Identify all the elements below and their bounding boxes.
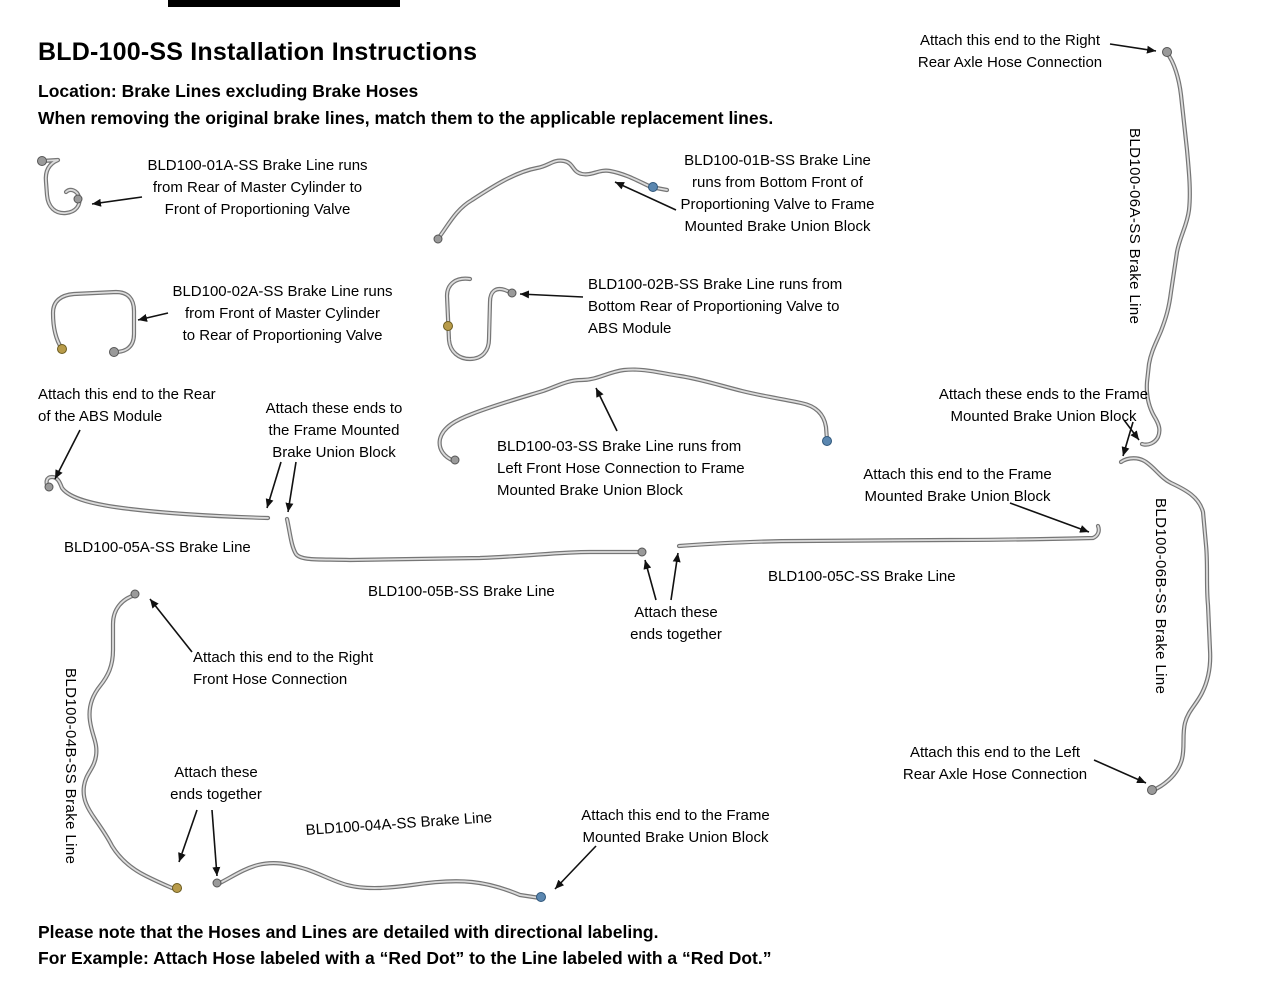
callout-union-block-mid: Attach this end to the Frame Mounted Bra… (863, 466, 1052, 505)
callout-left-rear-axle: Attach this end to the Left Rear Axle Ho… (902, 744, 1088, 783)
fitting-04a-start (212, 878, 222, 888)
arrow-02b (519, 290, 584, 299)
footer-note-1: Please note that the Hoses and Lines are… (38, 922, 659, 942)
fitting-02b-end (507, 288, 517, 298)
fitting-05b-end (637, 547, 647, 557)
callout-right-front-hose: Attach this end to the Right Front Hose … (193, 649, 374, 688)
arrow-ends-bottom-2 (211, 809, 221, 877)
callout-ends-together-mid: Attach these ends together (630, 604, 722, 643)
fitting-02a-end (109, 347, 119, 357)
fitting-04a-blue (536, 892, 546, 902)
arrow-union-left-2 (285, 461, 297, 513)
label-line-06a: BLD100-06A-SS Brake Line (1126, 128, 1143, 325)
fitting-01a-top (37, 156, 47, 166)
arrow-ends-mid-1 (643, 559, 657, 601)
callout-union-block-left: Attach these ends to the Frame Mounted B… (265, 400, 403, 461)
fitting-03-start (450, 455, 460, 465)
brake-line-04a (218, 863, 540, 898)
brake-line-01a (42, 160, 79, 213)
arrow-abs-module (54, 429, 81, 480)
page-title: BLD-100-SS Installation Instructions (38, 38, 478, 66)
fitting-02a-gold (57, 344, 67, 354)
label-line-06b: BLD100-06B-SS Brake Line (1152, 498, 1169, 695)
fitting-04b-gold (172, 883, 182, 893)
brake-line-02a (53, 292, 134, 352)
arrow-union-right-2 (1121, 421, 1134, 457)
arrow-ends-mid-2 (670, 552, 681, 601)
fitting-06b-end (1147, 785, 1157, 795)
label-line-01a: BLD100-01A-SS Brake Line runs from Rear … (147, 157, 368, 218)
fitting-05a-start (44, 482, 54, 492)
label-line-02b: BLD100-02B-SS Brake Line runs from Botto… (588, 276, 843, 337)
label-line-01b: BLD100-01B-SS Brake Line runs from Botto… (680, 152, 875, 235)
redacted-logo (168, 0, 400, 7)
brake-line-05b (287, 519, 641, 560)
label-line-03: BLD100-03-SS Brake Line runs from Left F… (497, 438, 745, 499)
brake-line-01b (437, 161, 667, 240)
arrow-03 (595, 387, 618, 432)
arrow-union-mid (1009, 502, 1090, 533)
callout-abs-module: Attach this end to the Rear of the ABS M… (38, 386, 216, 425)
label-line-02a: BLD100-02A-SS Brake Line runs from Front… (172, 283, 393, 344)
brake-line-04b (84, 595, 172, 888)
arrow-left-rear-axle (1093, 759, 1147, 784)
brake-line-05c (679, 526, 1099, 546)
fitting-04b-top (130, 589, 140, 599)
arrow-right-front-hose (149, 598, 193, 653)
instruction-line: When removing the original brake lines, … (38, 108, 774, 128)
callout-right-rear-axle: Attach this end to the Right Rear Axle H… (917, 32, 1103, 71)
footer-note-2: For Example: Attach Hose labeled with a … (38, 948, 772, 968)
label-line-05b: BLD100-05B-SS Brake Line (368, 583, 555, 600)
location-line: Location: Brake Lines excluding Brake Ho… (38, 81, 419, 101)
fitting-06a-top (1162, 47, 1172, 57)
label-line-05a: BLD100-05A-SS Brake Line (64, 539, 251, 556)
arrow-right-rear-axle (1109, 43, 1157, 54)
arrow-02a (137, 312, 169, 322)
label-line-04b: BLD100-04B-SS Brake Line (62, 668, 79, 865)
arrow-union-left-1 (265, 461, 282, 509)
brake-line-05a (47, 477, 268, 518)
label-line-05c: BLD100-05C-SS Brake Line (768, 568, 956, 585)
callout-ends-together-bottom: Attach these ends together (170, 764, 262, 803)
arrow-01b (614, 181, 677, 211)
arrow-01a (91, 196, 143, 207)
fitting-01b-start (433, 234, 443, 244)
callout-union-block-right: Attach these ends to the Frame Mounted B… (938, 386, 1149, 425)
brake-line-02b (447, 279, 514, 359)
callout-union-block-bottom: Attach this end to the Frame Mounted Bra… (581, 807, 770, 846)
arrow-union-right-1 (1123, 419, 1140, 441)
fitting-01b-blue (648, 182, 658, 192)
arrow-union-bottom (554, 845, 597, 890)
fitting-01a-end (73, 194, 83, 204)
fitting-02b-gold (443, 321, 453, 331)
arrow-ends-bottom-1 (178, 809, 198, 863)
fitting-03-blue (822, 436, 832, 446)
